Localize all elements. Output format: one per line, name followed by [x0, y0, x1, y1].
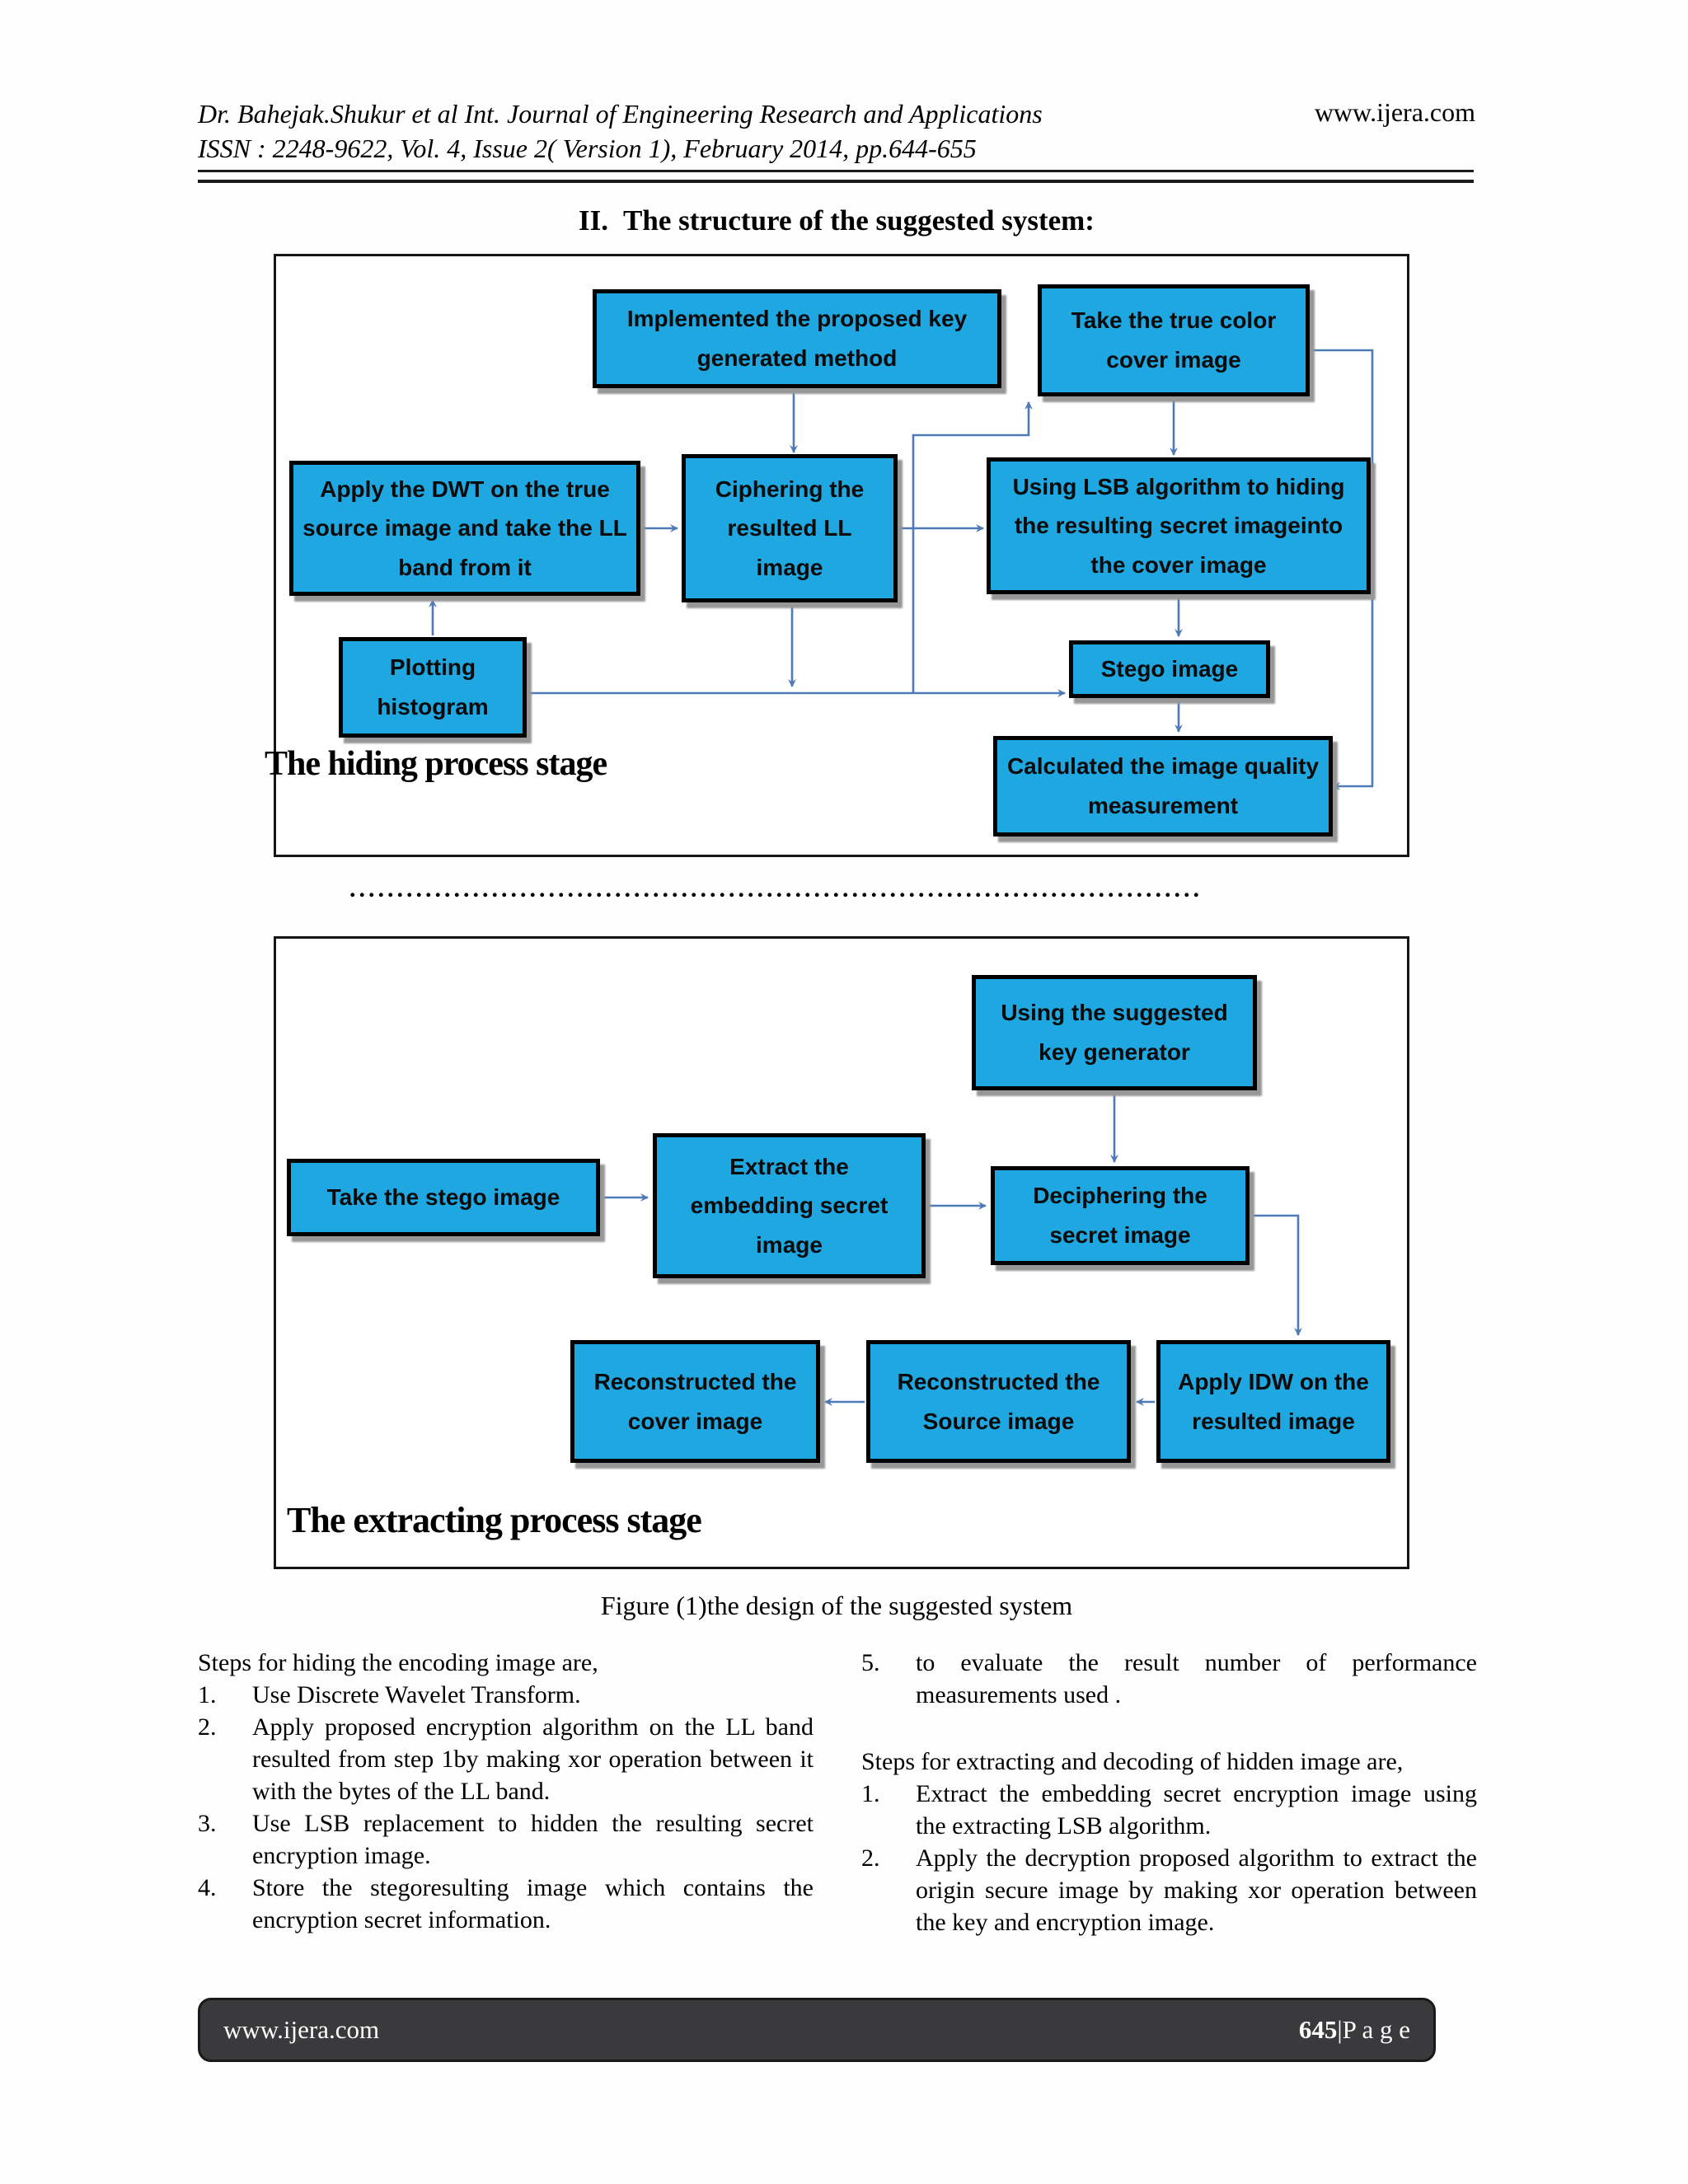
- dotted-separator: ........................................…: [349, 875, 1203, 902]
- right-column: 5. to evaluate the result number of perf…: [861, 1647, 1477, 1938]
- paragraph-gap: [861, 1711, 1477, 1746]
- hiding-process-diagram: Implemented the proposed key generated m…: [265, 254, 1409, 857]
- list-item-number: 5.: [861, 1649, 880, 1676]
- list-item-text: to evaluate the result number of perform…: [916, 1649, 1477, 1708]
- footer-page-number: 645|P a g e: [1299, 2015, 1410, 2045]
- page-number: 645: [1298, 2015, 1338, 2044]
- footer-site-url: www.ijera.com: [223, 2015, 380, 2044]
- list-item-number: 3.: [198, 1810, 217, 1837]
- list-item-text: Apply proposed encryption algorithm on t…: [252, 1713, 814, 1805]
- flow-box-take-true-cover: Take the true color cover image: [1038, 284, 1310, 396]
- list-item-text: Apply the decryption proposed algorithm …: [916, 1844, 1477, 1936]
- flow-box-ciphering: Ciphering the resulted LL image: [682, 454, 898, 602]
- list-item-number: 1.: [198, 1681, 217, 1708]
- list-item: 3. Use LSB replacement to hidden the res…: [198, 1807, 814, 1872]
- flow-box-apply-dwt: Apply the DWT on the true source image a…: [289, 461, 640, 596]
- list-item-number: 2.: [198, 1713, 217, 1741]
- hiding-steps-intro: Steps for hiding the encoding image are,: [198, 1649, 598, 1676]
- flow-box-reconstructed-source: Reconstructed the Source image: [866, 1340, 1131, 1463]
- page-suffix: |P a g e: [1337, 2015, 1410, 2044]
- section-title-text: The structure of the suggested system:: [623, 204, 1095, 237]
- list-item: 2. Apply the decryption proposed algorit…: [861, 1842, 1477, 1938]
- list-item-number: 2.: [861, 1844, 880, 1872]
- flow-box-plotting-histogram: Plotting histogram: [339, 637, 527, 738]
- header-site-url: www.ijera.com: [1314, 97, 1475, 127]
- hiding-stage-label: The hiding process stage: [265, 745, 607, 783]
- list-item: 5. to evaluate the result number of perf…: [861, 1647, 1477, 1711]
- extracting-stage-label: The extracting process stage: [287, 1500, 702, 1540]
- journal-title: Dr. Bahejak.Shukur et al Int. Journal of…: [198, 99, 1043, 129]
- section-title: II. The structure of the suggested system…: [198, 204, 1475, 237]
- flow-box-key-generator: Using the suggested key generator: [972, 975, 1257, 1090]
- flow-box-calculated-quality: Calculated the image quality measurement: [993, 736, 1333, 837]
- list-item: 4. Store the stegoresulting image which …: [198, 1872, 814, 1936]
- list-item: 1. Use Discrete Wavelet Transform.: [198, 1679, 814, 1711]
- list-item-text: Use LSB replacement to hidden the result…: [252, 1810, 814, 1869]
- header-author-line: Dr. Bahejak.Shukur et al Int. Journal of…: [198, 97, 1475, 130]
- flow-box-using-lsb: Using LSB algorithm to hiding the result…: [987, 457, 1371, 594]
- flow-box-take-stego: Take the stego image: [287, 1159, 600, 1236]
- flow-box-reconstructed-cover: Reconstructed the cover image: [570, 1340, 820, 1463]
- footer-bar: www.ijera.com 645|P a g e: [198, 1998, 1436, 2062]
- extracting-steps-intro: Steps for extracting and decoding of hid…: [861, 1748, 1404, 1775]
- flow-box-extract-secret: Extract the embedding secret image: [653, 1133, 926, 1278]
- section-number: II.: [579, 204, 609, 237]
- header-issn-line: ISSN : 2248-9622, Vol. 4, Issue 2( Versi…: [198, 134, 977, 163]
- list-item-number: 1.: [861, 1780, 880, 1807]
- flow-box-apply-idw: Apply IDW on the resulted image: [1156, 1340, 1390, 1463]
- list-item-text: Store the stegoresulting image which con…: [252, 1874, 814, 1933]
- left-column: Steps for hiding the encoding image are,…: [198, 1647, 814, 1938]
- list-item-number: 4.: [198, 1874, 217, 1901]
- body-columns: Steps for hiding the encoding image are,…: [198, 1647, 1477, 1938]
- list-item-text: Use Discrete Wavelet Transform.: [252, 1681, 581, 1708]
- extracting-process-diagram: Using the suggested key generator Take t…: [274, 936, 1409, 1569]
- list-item-text: Extract the embedding secret encryption …: [916, 1780, 1477, 1840]
- flow-box-stego-image: Stego image: [1069, 640, 1270, 698]
- list-item: 1. Extract the embedding secret encrypti…: [861, 1778, 1477, 1842]
- list-item: 2. Apply proposed encryption algorithm o…: [198, 1711, 814, 1807]
- header-rule: [198, 170, 1474, 183]
- flow-box-deciphering: Deciphering the secret image: [991, 1166, 1250, 1265]
- flow-box-implemented-key: Implemented the proposed key generated m…: [593, 289, 1001, 388]
- figure-caption: Figure (1)the design of the suggested sy…: [600, 1591, 1073, 1620]
